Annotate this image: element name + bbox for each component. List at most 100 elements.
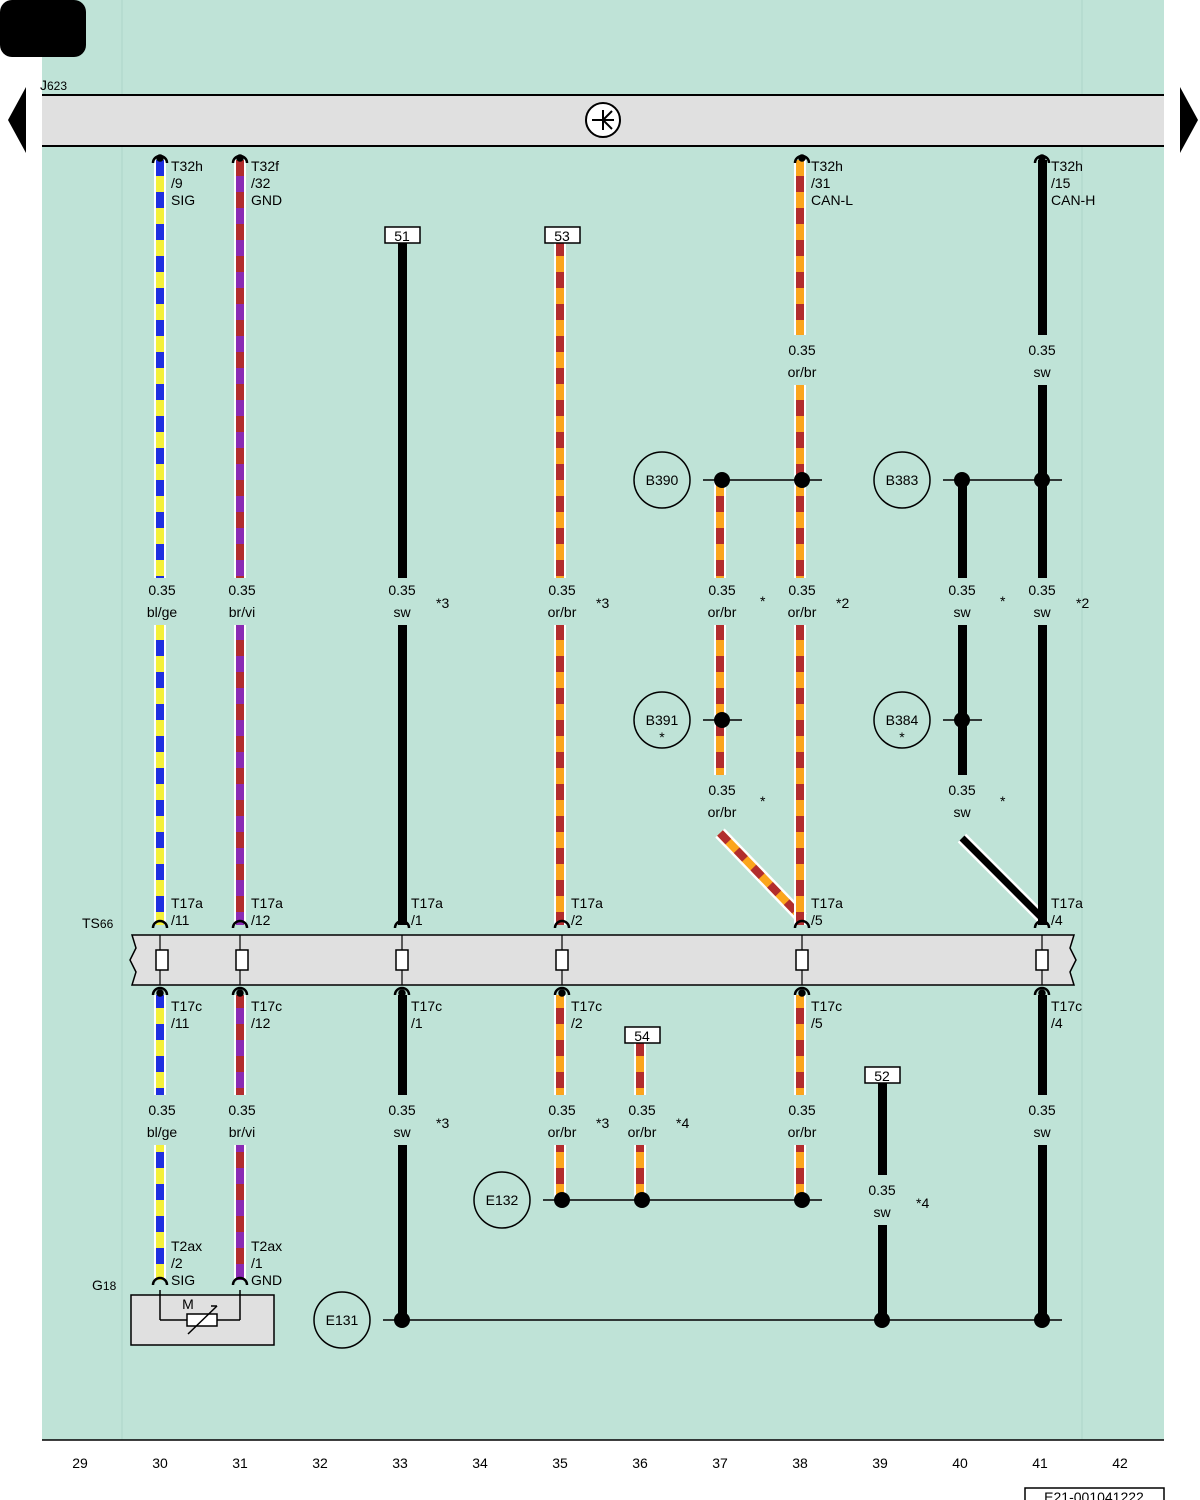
svg-text:*2: *2 [836,595,849,611]
column-number: 42 [1112,1455,1128,1471]
svg-text:T17a: T17a [571,895,603,911]
ref-box-51[interactable]: 51 [384,226,421,244]
column-number: 29 [72,1455,88,1471]
prev-page-icon[interactable] [8,87,26,153]
svg-text:bl/ge: bl/ge [147,1124,178,1140]
svg-text:*4: *4 [676,1115,689,1131]
svg-text:0.35: 0.35 [548,582,575,598]
svg-text:or/br: or/br [788,1124,817,1140]
doc-id: E21-001041222 [1044,1489,1144,1500]
splice-e131[interactable]: E131 [313,1291,371,1349]
svg-text:T2ax: T2ax [251,1238,282,1254]
svg-text:T17c: T17c [571,998,602,1014]
wire-39 [878,1083,887,1320]
ref-box-53[interactable]: 53 [544,226,581,244]
splice-b384[interactable]: B384 * [873,691,931,749]
svg-text:0.35: 0.35 [708,582,735,598]
svg-text:/1: /1 [411,912,423,928]
ref-box-54[interactable]: 54 [624,1026,661,1044]
svg-text:or/br: or/br [628,1124,657,1140]
svg-text:sw: sw [1033,364,1051,380]
svg-text:0.35: 0.35 [228,1102,255,1118]
svg-text:bl/ge: bl/ge [147,604,178,620]
svg-text:T32h: T32h [811,158,843,174]
svg-text:B383: B383 [886,472,919,488]
svg-text:*: * [659,729,665,745]
svg-text:CAN-H: CAN-H [1051,192,1095,208]
column-number: 35 [552,1455,568,1471]
svg-text:E131: E131 [326,1312,359,1328]
svg-text:or/br: or/br [548,604,577,620]
svg-text:0.35: 0.35 [1028,582,1055,598]
wire-38 [794,160,806,1200]
svg-text:*4: *4 [916,1195,929,1211]
svg-text:T17a: T17a [251,895,283,911]
splice-e132[interactable]: E132 [473,1171,531,1229]
svg-text:SIG: SIG [171,192,195,208]
svg-text:/31: /31 [811,175,831,191]
splice-b390[interactable]: B390 [633,451,691,509]
column-number: 40 [952,1455,968,1471]
electronics-icon [585,102,621,138]
splice-b383[interactable]: B383 [873,451,931,509]
column-number: 32 [312,1455,328,1471]
svg-text:T17c: T17c [171,998,202,1014]
svg-text:*3: *3 [436,1115,449,1131]
svg-text:/9: /9 [171,175,183,191]
svg-text:/12: /12 [251,912,271,928]
column-numbers: 29 30 31 32 33 34 35 36 37 38 39 40 41 4… [72,1455,1128,1471]
svg-text:T17a: T17a [811,895,843,911]
svg-text:T32h: T32h [171,158,203,174]
svg-text:/5: /5 [811,912,823,928]
wire-30 [154,160,166,1280]
svg-text:or/br: or/br [548,1124,577,1140]
svg-text:/32: /32 [251,175,271,191]
svg-text:*: * [760,593,766,609]
svg-text:0.35: 0.35 [788,582,815,598]
svg-text:B390: B390 [646,472,679,488]
svg-text:sw: sw [953,604,971,620]
svg-text:sw: sw [1033,604,1051,620]
svg-text:sw: sw [1033,1124,1051,1140]
svg-text:/2: /2 [571,912,583,928]
splice-b391[interactable]: B391 * [633,691,691,749]
svg-text:0.35: 0.35 [1028,342,1055,358]
svg-text:/1: /1 [411,1015,423,1031]
column-number: 37 [712,1455,728,1471]
svg-text:*3: *3 [596,1115,609,1131]
next-page-icon[interactable] [1180,87,1198,153]
svg-text:B391: B391 [646,712,679,728]
svg-text:0.35: 0.35 [628,1102,655,1118]
ref-box-52[interactable]: 52 [864,1066,901,1084]
svg-text:/2: /2 [171,1255,183,1271]
column-number: 39 [872,1455,888,1471]
svg-text:*3: *3 [596,595,609,611]
svg-text:T17a: T17a [1051,895,1083,911]
svg-text:/4: /4 [1051,912,1063,928]
connector-block-label: TS66 [82,915,114,931]
svg-text:0.35: 0.35 [228,582,255,598]
svg-text:0.35: 0.35 [548,1102,575,1118]
svg-text:0.35: 0.35 [388,1102,415,1118]
svg-text:0.35: 0.35 [948,582,975,598]
svg-text:/12: /12 [251,1015,271,1031]
svg-text:T17c: T17c [251,998,282,1014]
svg-text:T17c: T17c [411,998,442,1014]
svg-text:/2: /2 [571,1015,583,1031]
svg-text:51: 51 [394,228,410,244]
page-tab [0,0,86,57]
svg-text:*: * [1000,793,1006,809]
sensor-label: G18 [92,1277,117,1293]
wire-31 [234,160,246,1280]
svg-text:/11: /11 [171,912,190,928]
svg-text:or/br: or/br [788,604,817,620]
connector-block-ts66 [129,934,1077,986]
svg-text:*3: *3 [436,595,449,611]
column-number: 41 [1032,1455,1048,1471]
svg-text:GND: GND [251,192,282,208]
pin-arcs [151,154,1051,1286]
svg-text:0.35: 0.35 [948,782,975,798]
